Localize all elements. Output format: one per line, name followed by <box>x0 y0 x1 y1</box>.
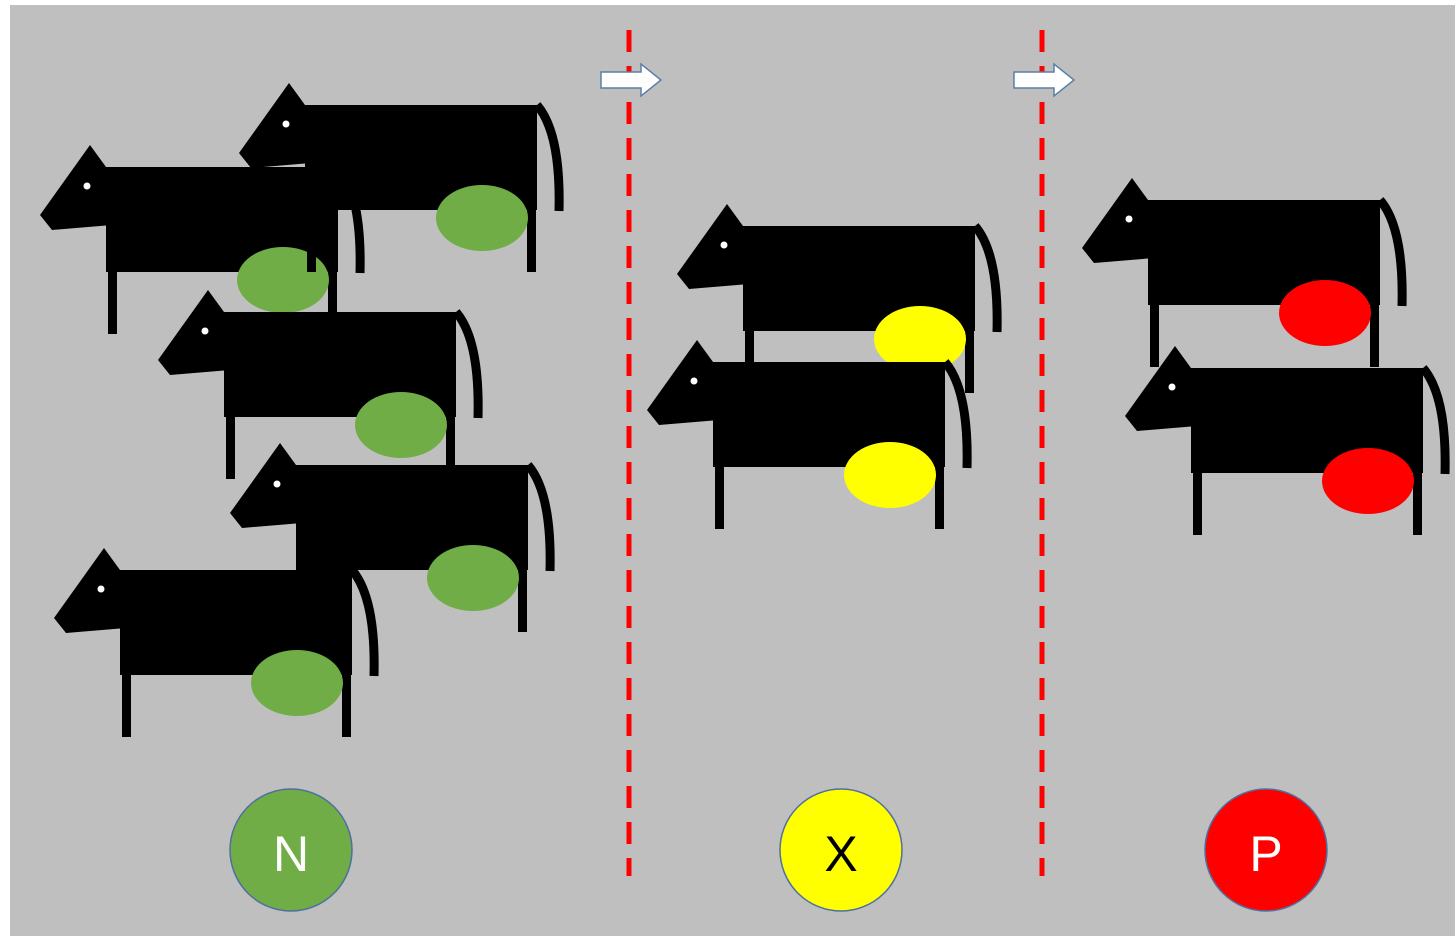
animal-eye <box>1125 215 1133 223</box>
animal-eye <box>1168 383 1176 391</box>
badge-p-label: P <box>1249 826 1282 882</box>
animal-front-leg <box>715 465 724 529</box>
badge-n-circle <box>229 788 353 912</box>
animal-front-leg <box>1193 471 1202 535</box>
badge-n-label: N <box>273 826 309 882</box>
animal-front-leg <box>745 329 754 393</box>
animal-front-leg <box>1150 303 1159 367</box>
right-arrow-icon <box>600 62 663 98</box>
animal-back-leg <box>935 465 944 529</box>
animal-back-leg <box>518 568 527 632</box>
animal-head <box>677 204 749 289</box>
animal-x <box>677 204 1002 393</box>
animal-tail <box>971 223 1002 333</box>
animal-p <box>1125 346 1450 535</box>
animal-tail <box>524 462 555 572</box>
animal-head <box>1125 346 1197 431</box>
animal-udder <box>237 247 329 313</box>
animal-back-leg <box>965 329 974 393</box>
animal-eye <box>83 182 91 190</box>
badge-x-label: X <box>824 826 857 882</box>
animal-head <box>239 83 311 168</box>
divider-layer <box>600 30 1076 876</box>
animal-front-leg <box>108 270 117 334</box>
animal-n <box>239 83 564 272</box>
animal-n <box>158 290 483 479</box>
animal-back-leg <box>1413 471 1422 535</box>
animal-udder <box>427 545 519 611</box>
animal-eye <box>690 377 698 385</box>
animal-back-leg <box>446 415 455 479</box>
animal-eye <box>201 327 209 335</box>
animal-front-leg <box>307 208 316 272</box>
badge-n: N <box>229 788 353 912</box>
animal-head <box>647 340 719 425</box>
animal-back-leg <box>1370 303 1379 367</box>
animal-eye <box>97 585 105 593</box>
animal-head <box>1082 178 1154 263</box>
animal-tail <box>1376 197 1407 307</box>
animal-layer <box>40 83 1450 737</box>
animal-head <box>40 145 112 230</box>
animal-tail <box>1419 365 1450 475</box>
animal-back-leg <box>527 208 536 272</box>
animal-tail <box>452 309 483 419</box>
animal-udder <box>1279 280 1371 346</box>
animal-udder <box>844 442 936 508</box>
animal-head <box>158 290 230 375</box>
badge-p: P <box>1204 788 1328 912</box>
animal-udder <box>874 306 966 372</box>
animal-x <box>647 340 972 529</box>
animal-eye <box>720 241 728 249</box>
animal-n <box>230 443 555 632</box>
animal-p <box>1082 178 1407 367</box>
animal-eye <box>282 120 290 128</box>
badge-p-circle <box>1204 788 1328 912</box>
badge-x-circle <box>779 788 903 912</box>
animal-front-leg <box>122 673 131 737</box>
animal-udder <box>436 185 528 251</box>
animal-tail <box>533 102 564 212</box>
animal-n <box>54 548 379 737</box>
animal-udder <box>251 650 343 716</box>
animal-tail <box>348 567 379 677</box>
animal-head <box>230 443 302 528</box>
animal-head <box>54 548 126 633</box>
animal-n <box>40 145 365 334</box>
animal-back-leg <box>342 673 351 737</box>
right-arrow-icon <box>1013 62 1076 98</box>
animal-front-leg <box>226 415 235 479</box>
animal-udder <box>355 392 447 458</box>
animal-eye <box>273 480 281 488</box>
badge-x: X <box>779 788 903 912</box>
animal-tail <box>941 359 972 469</box>
animal-back-leg <box>328 270 337 334</box>
animal-udder <box>1322 448 1414 514</box>
